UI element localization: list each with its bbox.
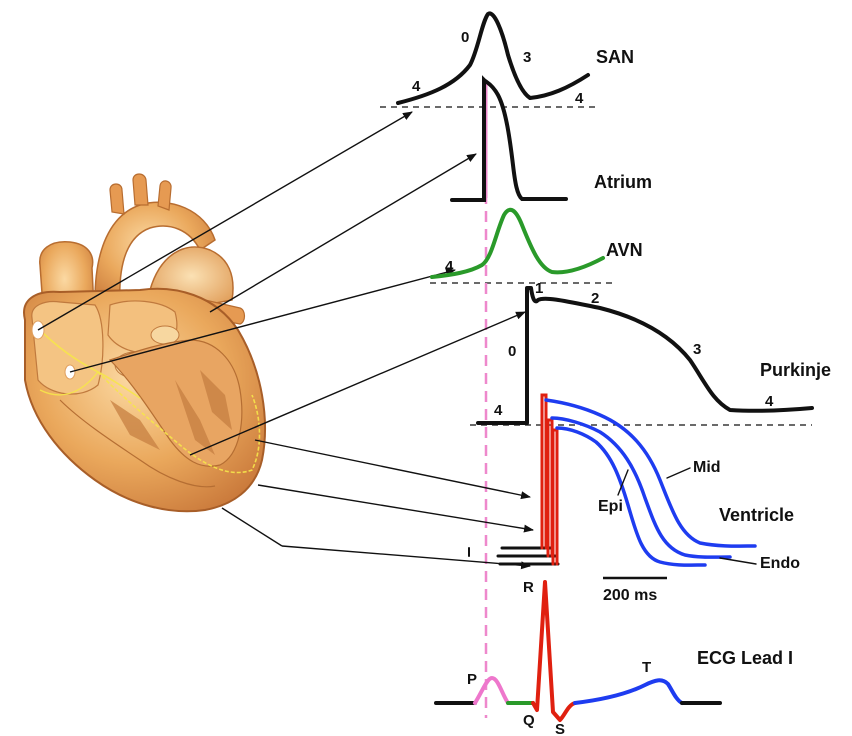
ecg-label-r: R bbox=[523, 579, 534, 596]
ecg-label-q: Q bbox=[523, 712, 535, 729]
ecg-label-p: P bbox=[467, 671, 477, 688]
san-phase-4-right: 4 bbox=[575, 90, 584, 107]
ecg-st-t-wave bbox=[575, 680, 682, 703]
purkinje-phase-4-left: 4 bbox=[494, 402, 503, 419]
heart-illustration bbox=[24, 174, 265, 511]
ecg-label-t: T bbox=[642, 659, 651, 676]
arrow-ventricle-epi-b bbox=[282, 546, 530, 566]
avn-action-potential-trace bbox=[432, 210, 603, 277]
label-epi: Epi bbox=[598, 498, 623, 515]
ventricle-upstroke-endo bbox=[542, 395, 546, 548]
label-ventricle: Ventricle bbox=[719, 505, 794, 525]
label-mid: Mid bbox=[693, 459, 721, 476]
ecg-label-s: S bbox=[555, 721, 565, 736]
endo-leader bbox=[720, 558, 756, 564]
label-scale: 200 ms bbox=[603, 587, 657, 604]
purkinje-action-potential-trace bbox=[478, 288, 812, 423]
label-purkinje: Purkinje bbox=[760, 360, 831, 380]
label-ecg-lead: ECG Lead I bbox=[697, 648, 793, 668]
ecg-p-wave bbox=[475, 678, 508, 703]
ecg-trace bbox=[436, 582, 720, 720]
label-avn: AVN bbox=[606, 240, 643, 260]
purkinje-phase-2: 2 bbox=[591, 290, 599, 307]
mid-leader bbox=[667, 468, 690, 478]
ventricle-traces bbox=[469, 395, 756, 565]
ecg-qrs-complex bbox=[533, 582, 575, 720]
ventricle-upstroke-epi bbox=[553, 430, 557, 564]
san-phase-4-left: 4 bbox=[412, 78, 421, 95]
avn-phase-4: 4 bbox=[445, 258, 454, 275]
arrow-ventricle-mid bbox=[258, 485, 533, 530]
purkinje-phase-3: 3 bbox=[693, 341, 701, 358]
purkinje-phase-4-right: 4 bbox=[765, 393, 774, 410]
arrow-ventricle-endo bbox=[255, 440, 530, 497]
san-phase-0: 0 bbox=[461, 29, 469, 46]
purkinje-phase-1: 1 bbox=[535, 280, 543, 297]
label-atrium: Atrium bbox=[594, 172, 652, 192]
arrow-atrium bbox=[210, 154, 476, 312]
ventricle-epi-trace bbox=[557, 428, 705, 565]
label-endo: Endo bbox=[760, 555, 800, 572]
label-san: SAN bbox=[596, 47, 634, 67]
purkinje-phase-0: 0 bbox=[508, 343, 516, 360]
san-phase-3: 3 bbox=[523, 49, 531, 66]
atrium-action-potential-trace bbox=[452, 80, 566, 200]
ventricle-endo-trace bbox=[552, 418, 730, 557]
arrow-ventricle-epi-a bbox=[222, 508, 282, 546]
ventricle-upstroke-mid bbox=[548, 420, 552, 556]
